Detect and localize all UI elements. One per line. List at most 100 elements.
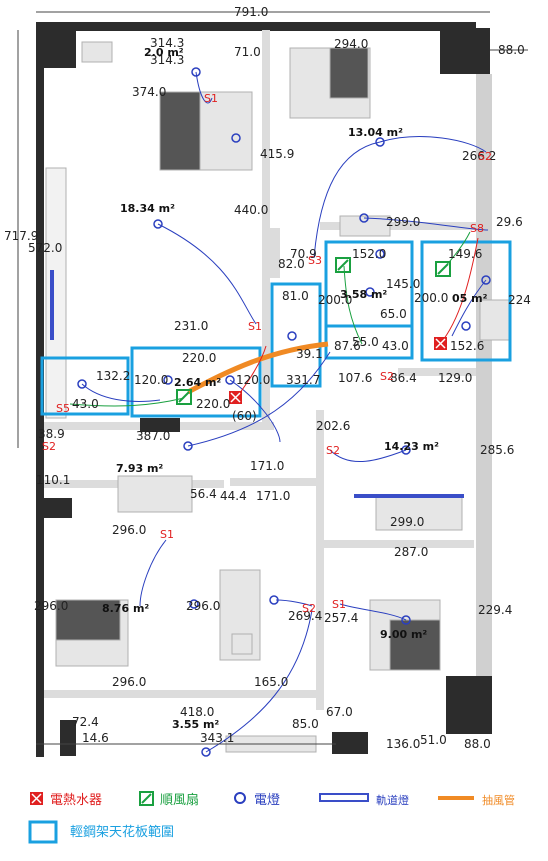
light-icon <box>269 595 279 605</box>
area-14-23: 14.23 m² <box>384 440 439 453</box>
wall-interior-11 <box>398 368 476 376</box>
light-icon <box>461 321 471 331</box>
dim-56-4: 56.4 <box>190 487 217 501</box>
dim-415: 415.9 <box>260 147 294 161</box>
furniture <box>45 41 511 753</box>
dim-81: 81.0 <box>282 289 309 303</box>
exhaust-fan-icon <box>435 261 451 277</box>
column-bottom <box>332 732 368 754</box>
dim-220: 220.0 <box>182 351 216 365</box>
wire-12 <box>205 609 313 753</box>
light-icon <box>163 375 173 385</box>
switch-s1-a: S1 <box>204 92 218 105</box>
blanket-bottom-right <box>389 619 441 671</box>
legend-water-heater-label: 電熱水器 <box>50 793 102 808</box>
area-8-76: 8.76 m² <box>102 602 149 615</box>
dim-314-a: 314.3 <box>150 36 184 50</box>
column-top-left <box>36 22 76 68</box>
walls <box>36 22 492 757</box>
switch-s8: S8 <box>470 222 484 235</box>
area-13-04: 13.04 m² <box>348 126 403 139</box>
dim-14-6: 14.6 <box>82 731 109 745</box>
blanket-bottom-left <box>55 599 121 641</box>
dim-387: 387.0 <box>136 429 170 443</box>
area-7-93: 7.93 m² <box>116 462 163 475</box>
ceiling-frame-1 <box>40 356 130 416</box>
light-icon <box>231 133 241 143</box>
wall-interior-7 <box>324 540 474 548</box>
legend-exhaust-pipe-label: 抽風管 <box>482 793 515 807</box>
dim-220-b: 220.0 <box>196 397 230 411</box>
light-icon <box>191 67 201 77</box>
wire-1 <box>195 71 213 104</box>
ceiling-frame-6 <box>420 240 512 362</box>
dim-287: 287.0 <box>394 545 428 559</box>
light-icon <box>359 213 369 223</box>
dim-418: 418.0 <box>180 705 214 719</box>
blanket-top-left <box>159 91 201 171</box>
wire-13 <box>81 383 161 402</box>
wire-3 <box>313 141 381 259</box>
dim-85: 85.0 <box>292 717 319 731</box>
light-icon <box>375 249 385 259</box>
dim-top-right: 88.0 <box>498 43 525 57</box>
switch-s1-d: S1 <box>332 598 346 611</box>
dim-51: 51.0 <box>420 733 447 747</box>
exhaust-fans <box>176 257 451 405</box>
dim-296-b: 296.0 <box>34 599 68 613</box>
switch-s2-c: S2 <box>42 440 56 453</box>
dim-120-a: 120.0 <box>134 373 168 387</box>
dim-171-a: 171.0 <box>250 459 284 473</box>
light-icon <box>401 615 411 625</box>
dim-572: 572.0 <box>28 241 62 255</box>
wall-interior-1 <box>262 30 270 280</box>
legend-light: 電燈 <box>234 792 280 808</box>
dim-257-4: 257.4 <box>324 611 358 625</box>
dimension-lines <box>17 11 528 745</box>
dim-294: 294.0 <box>334 37 368 51</box>
light-icon <box>189 599 199 609</box>
dim-171-b: 171.0 <box>256 489 290 503</box>
dim-39-1: 39.1 <box>296 347 323 361</box>
wire-4 <box>379 136 487 153</box>
dim-38-9: 38.9 <box>38 427 65 441</box>
area-3-58: 3.58 m² <box>340 288 387 301</box>
dim-200-b: 200.0 <box>414 291 448 305</box>
dim-top-total: 791.0 <box>234 5 268 19</box>
area-3-55: 3.55 m² <box>172 718 219 731</box>
dim-110-1: 110.1 <box>36 473 70 487</box>
dim-129: 129.0 <box>438 371 472 385</box>
dim-120-b: 120.0 <box>236 373 270 387</box>
water-heater-icon <box>434 337 447 350</box>
legend-track-light: 軌道燈 <box>319 793 409 807</box>
wire-6 <box>451 279 487 337</box>
dim-88-b: 88.0 <box>464 737 491 751</box>
light-icon <box>375 137 385 147</box>
toilet-center <box>231 633 253 655</box>
toilet-right <box>479 299 511 341</box>
dim-43-a: 43.0 <box>382 339 409 353</box>
legend-track-light-label: 軌道燈 <box>376 793 409 807</box>
dim-left-total: 717.9 <box>4 229 38 243</box>
dim-200-a: 200.0 <box>318 293 352 307</box>
wall-interior-8 <box>320 222 476 230</box>
water-heaters <box>229 337 447 404</box>
wiring <box>81 71 489 753</box>
light-icon <box>201 747 211 757</box>
light-icon <box>225 375 235 385</box>
dim-43-b: 43.0 <box>72 397 99 411</box>
dim-44-4: 44.4 <box>220 489 247 503</box>
ceiling-frame-icon <box>28 820 58 844</box>
dim-229-4: 229.4 <box>478 603 512 617</box>
dim-202-6: 202.6 <box>316 419 350 433</box>
dim-299-b: 299.0 <box>390 515 424 529</box>
wardrobe-left <box>45 167 67 419</box>
ceiling-frames <box>40 240 512 418</box>
blanket-top-right <box>329 47 369 99</box>
legend-exhaust-pipe: 抽風管 <box>438 793 515 807</box>
legend-ceiling-frame: 輕鋼架天花板範圍 <box>28 820 174 844</box>
light-icon <box>365 287 375 297</box>
area-2-64: 2.64 m² <box>174 376 221 389</box>
light-icon <box>287 331 297 341</box>
